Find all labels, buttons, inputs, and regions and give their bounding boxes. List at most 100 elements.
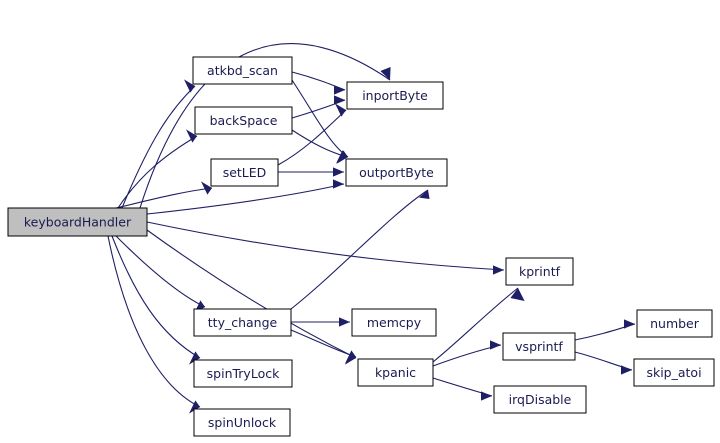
edge-line (146, 183, 345, 215)
node-box[interactable] (505, 257, 574, 286)
node-label: memcpy (367, 315, 422, 330)
graph-node-memcpy[interactable]: memcpy (351, 308, 437, 337)
node-box[interactable] (357, 358, 434, 387)
graph-node-spinTryLock[interactable]: spinTryLock (193, 359, 293, 388)
node-box[interactable] (493, 385, 587, 414)
graph-node-irqDisable[interactable]: irqDisable (493, 385, 587, 414)
arrowhead-icon (624, 319, 635, 329)
arrowhead-icon (186, 129, 197, 143)
arrowhead-icon (334, 85, 345, 95)
node-box[interactable] (193, 408, 291, 437)
arrowhead-icon (419, 190, 430, 199)
graph-node-setLED[interactable]: setLED (210, 158, 279, 187)
edge-line (121, 85, 196, 209)
arrowhead-icon (189, 400, 200, 414)
graph-node-backSpace[interactable]: backSpace (194, 106, 293, 135)
edge-tty_change-to-kpanic (290, 329, 357, 364)
graph-node-number[interactable]: number (636, 309, 713, 338)
edge-layer (107, 43, 636, 414)
edge-vsprintf-to-number (574, 319, 636, 341)
edge-keyboardHandler-to-spinUnlock (107, 235, 201, 414)
edge-keyboardHandler-to-inportByte (139, 43, 391, 209)
graph-node-kpanic[interactable]: kpanic (357, 358, 434, 387)
arrowhead-icon (490, 340, 501, 350)
graph-node-outportByte[interactable]: outportByte (345, 158, 448, 187)
node-label: keyboardHandler (24, 215, 132, 230)
node-box[interactable] (636, 309, 713, 338)
graph-node-inportByte[interactable]: inportByte (346, 81, 444, 110)
node-box[interactable] (7, 207, 148, 237)
node-box[interactable] (345, 158, 448, 187)
node-box[interactable] (192, 56, 293, 85)
arrowhead-icon (345, 350, 356, 364)
node-label: tty_change (208, 315, 278, 330)
edge-line (277, 109, 347, 166)
node-box[interactable] (193, 359, 293, 388)
edge-setLED-to-inportByte (277, 103, 347, 166)
edge-tty_change-to-outportByte (290, 189, 430, 310)
edge-keyboardHandler-to-setLED (115, 181, 213, 209)
node-box[interactable] (633, 358, 715, 387)
edge-line (146, 229, 357, 359)
node-box[interactable] (194, 106, 293, 135)
edge-line (139, 43, 391, 209)
edge-backSpace-to-outportByte (291, 129, 348, 164)
graph-node-vsprintf[interactable]: vsprintf (502, 332, 576, 361)
graph-node-kprintf[interactable]: kprintf (505, 257, 574, 286)
edge-setLED-to-outportByte (277, 167, 344, 177)
edge-tty_change-to-memcpy (291, 317, 350, 327)
graph-node-keyboardHandler[interactable]: keyboardHandler (7, 207, 148, 237)
node-label: kpanic (375, 365, 416, 380)
node-box[interactable] (346, 81, 444, 110)
graph-node-skip_atoi[interactable]: skip_atoi (633, 358, 715, 387)
arrowhead-icon (621, 365, 632, 375)
node-label: setLED (223, 165, 267, 180)
arrowhead-icon (201, 181, 212, 195)
edge-atkbd_scan-to-inportByte (291, 71, 346, 95)
node-box[interactable] (193, 308, 292, 337)
edge-keyboardHandler-to-kprintf (146, 221, 505, 275)
edge-keyboardHandler-to-atkbd_scan (121, 79, 196, 209)
edge-kpanic-to-irqDisable (432, 377, 493, 401)
edge-keyboardHandler-to-backSpace (117, 129, 198, 209)
arrowhead-icon (333, 179, 344, 189)
edge-vsprintf-to-skip_atoi (574, 351, 633, 375)
node-box[interactable] (502, 332, 576, 361)
node-box[interactable] (351, 308, 437, 337)
edge-line (117, 135, 198, 209)
node-label: skip_atoi (646, 365, 701, 380)
arrowhead-icon (333, 167, 344, 177)
node-label: outportByte (359, 165, 434, 180)
graph-node-spinUnlock[interactable]: spinUnlock (193, 408, 291, 437)
edge-line (111, 235, 201, 359)
edge-line (115, 187, 213, 209)
edge-line (146, 221, 505, 271)
arrowhead-icon (189, 351, 200, 365)
arrowhead-icon (493, 265, 504, 275)
arrowhead-icon (336, 150, 347, 164)
arrowhead-icon (335, 103, 346, 117)
node-label: atkbd_scan (207, 63, 278, 78)
arrowhead-icon (481, 391, 492, 401)
arrowhead-icon (510, 288, 525, 301)
edge-line (290, 329, 357, 358)
arrowhead-icon (334, 95, 345, 105)
edge-line (115, 235, 206, 308)
graph-node-tty_change[interactable]: tty_change (193, 308, 292, 337)
edge-keyboardHandler-to-spinTryLock (111, 235, 201, 365)
arrowhead-icon (380, 67, 391, 80)
arrowhead-icon (339, 317, 350, 327)
edge-keyboardHandler-to-outportByte (146, 179, 345, 215)
edge-kpanic-to-vsprintf (432, 340, 502, 367)
node-label: irqDisable (509, 392, 572, 407)
node-label: vsprintf (515, 339, 563, 354)
edge-line (290, 189, 429, 310)
node-label: spinTryLock (207, 366, 280, 381)
edge-backSpace-to-inportByte (291, 95, 346, 119)
arrowhead-icon (184, 79, 195, 93)
node-label: inportByte (362, 88, 428, 103)
node-label: backSpace (210, 113, 278, 128)
graph-node-atkbd_scan[interactable]: atkbd_scan (192, 56, 293, 85)
node-box[interactable] (210, 158, 279, 187)
